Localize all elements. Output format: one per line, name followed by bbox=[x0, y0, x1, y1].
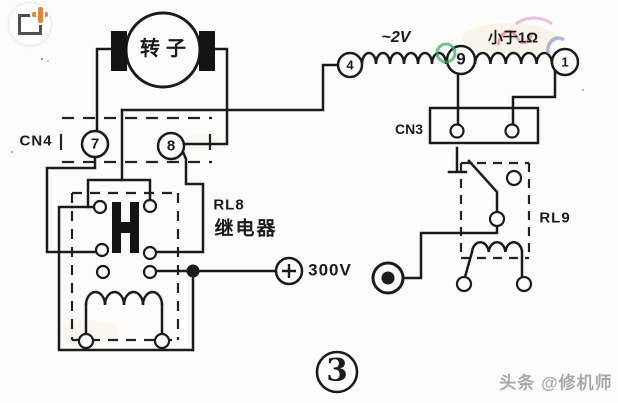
terminal-1 bbox=[550, 47, 580, 77]
terminal-9-label: 9 bbox=[456, 49, 466, 69]
rl9-coil bbox=[470, 240, 524, 253]
scan-smudge bbox=[462, 23, 558, 53]
contact-pins bbox=[77, 123, 533, 350]
terminal-4 bbox=[336, 51, 364, 79]
screenshot-frame-icon bbox=[18, 14, 42, 35]
scan-speck bbox=[40, 57, 44, 61]
stator-coil-2v bbox=[360, 51, 448, 65]
watermark-text: 头条 @修机师 bbox=[499, 373, 613, 393]
wires bbox=[45, 47, 557, 352]
terminal-7-label: 7 bbox=[90, 135, 100, 153]
terminal-7 bbox=[80, 129, 110, 159]
rl9-dashed-box bbox=[459, 161, 531, 260]
junction-dot bbox=[186, 264, 200, 278]
plus-sign bbox=[282, 264, 296, 278]
plus-icon bbox=[38, 7, 43, 23]
brush-right bbox=[199, 31, 215, 71]
jack-terminal-pin bbox=[381, 271, 395, 285]
rl8-coil bbox=[84, 290, 164, 306]
terminal-8-label: 8 bbox=[166, 137, 176, 155]
rl9-label: RL9 bbox=[539, 209, 571, 227]
figure-number-circle bbox=[315, 350, 359, 394]
color-watermark-logo bbox=[435, 16, 566, 64]
terminal-4-label: 4 bbox=[346, 57, 354, 73]
rl8-dashed-box bbox=[70, 191, 180, 342]
coil-resistance-label: 小于1Ω bbox=[487, 29, 539, 47]
coil-voltage-label: ~2V bbox=[381, 29, 411, 46]
terminal-8 bbox=[156, 131, 186, 161]
scan-speck bbox=[47, 60, 49, 62]
brush-left bbox=[111, 31, 127, 71]
scan-speck bbox=[581, 88, 585, 92]
cn4-dashed-strip bbox=[59, 116, 212, 164]
rl8-contact-block bbox=[112, 202, 139, 253]
scan-speck bbox=[10, 150, 14, 154]
screenshot-plus-icon[interactable] bbox=[8, 2, 52, 46]
terminal-1-label: 1 bbox=[561, 54, 569, 70]
cn4-label: CN4 bbox=[19, 132, 53, 150]
rotor-label: 转子 bbox=[140, 38, 192, 60]
rl8-label: RL8 bbox=[213, 196, 245, 214]
cn3-label: CN3 bbox=[394, 121, 424, 137]
stator-coil-low-ohm bbox=[473, 51, 554, 65]
supply-voltage-label: 300V bbox=[308, 260, 352, 280]
figure-number: 3 bbox=[326, 352, 348, 389]
relay-type-label: 继电器 bbox=[214, 218, 278, 240]
cn3-box bbox=[428, 106, 540, 145]
